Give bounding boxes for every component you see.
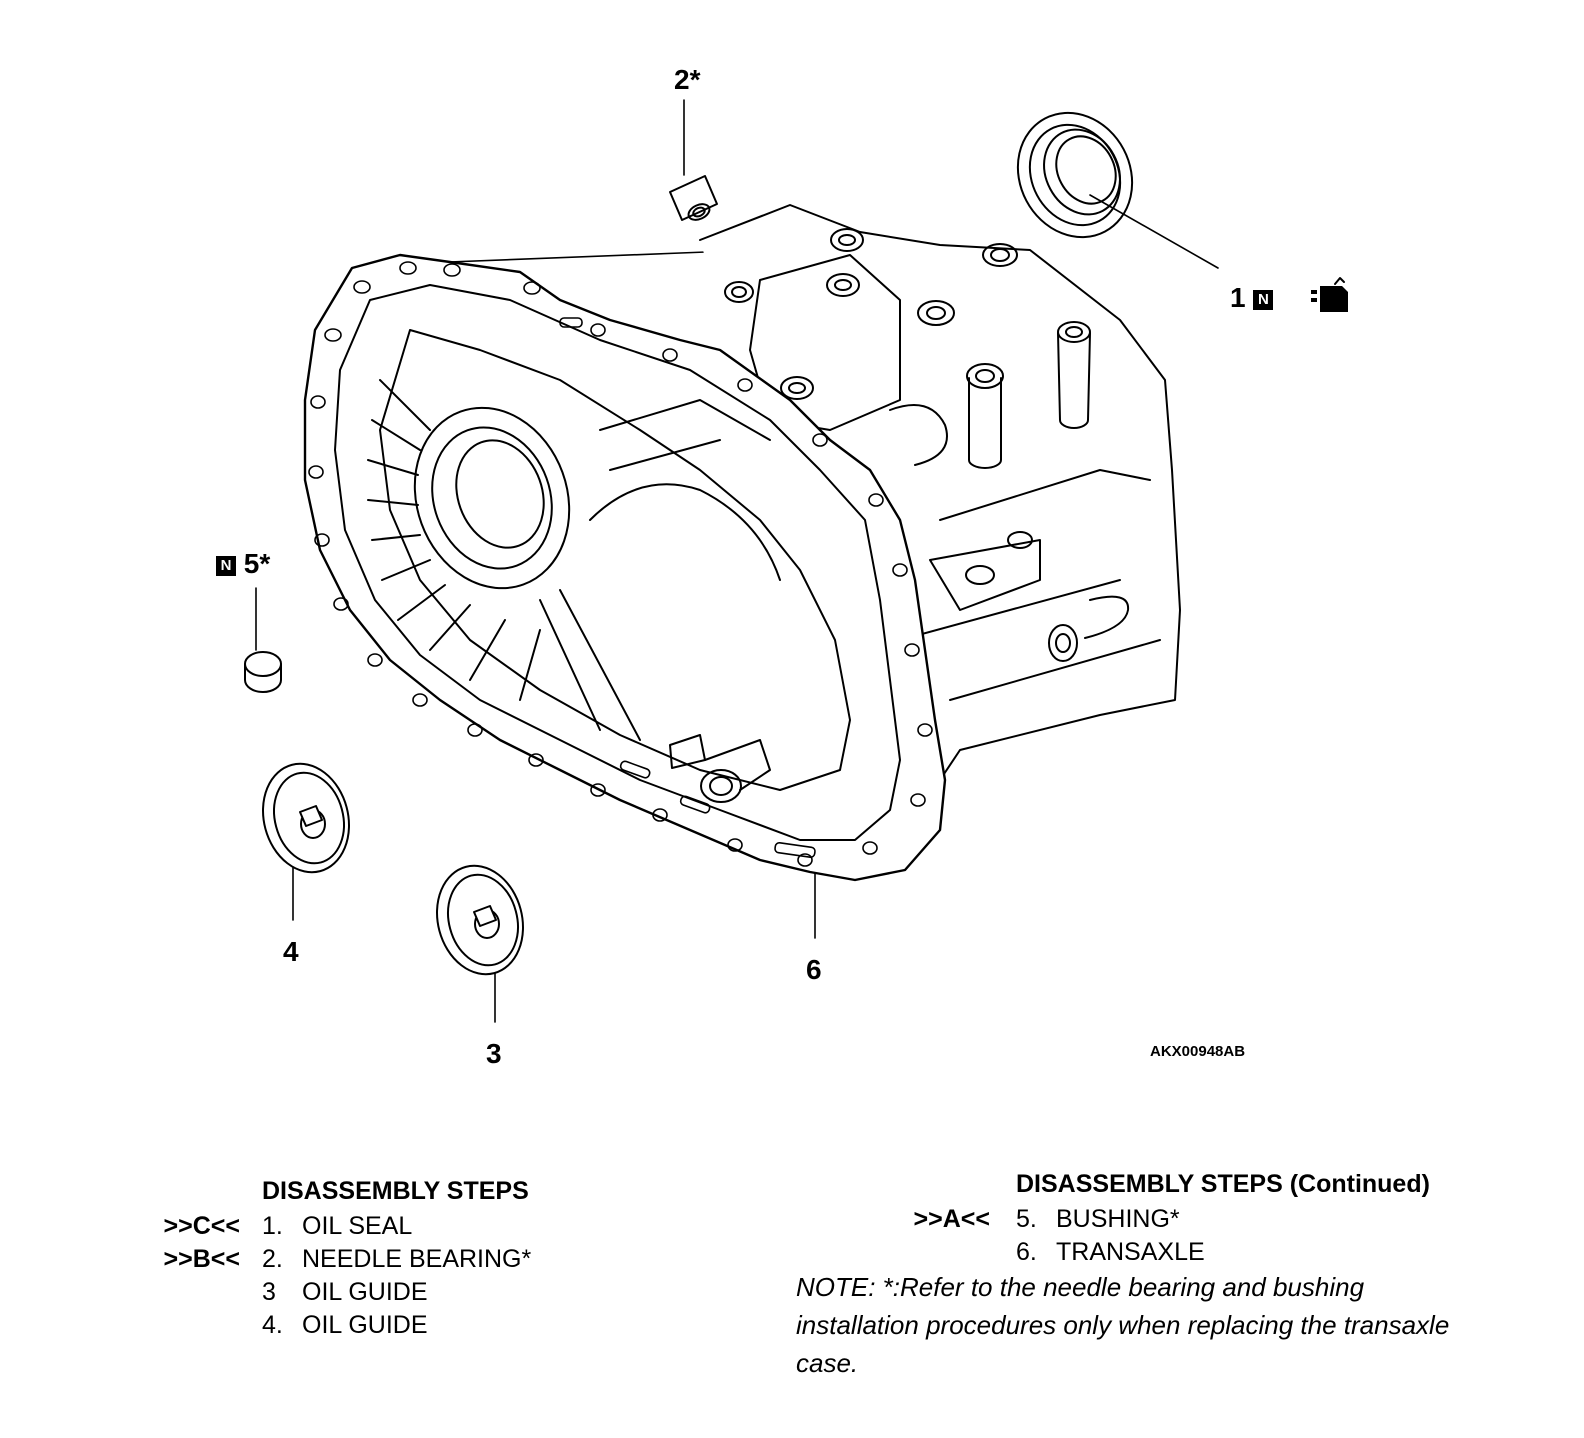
step-mark: >>C<< <box>163 1212 240 1240</box>
callout-5: N 5* <box>216 550 270 578</box>
leader-lines <box>255 99 1219 1023</box>
flange-bolt-holes <box>308 261 933 867</box>
oil-seal-part <box>1016 111 1134 239</box>
callout-3: 3 <box>486 1038 502 1069</box>
step-label: OIL GUIDE <box>302 1278 428 1306</box>
step-label: BUSHING* <box>1056 1205 1180 1233</box>
oil-guide-4-part <box>262 762 350 874</box>
step-mark: >>B<< <box>163 1245 240 1273</box>
step-label: NEEDLE BEARING* <box>302 1245 532 1273</box>
step-2: >>B<< 2.NEEDLE BEARING* <box>150 1243 610 1276</box>
step-5: >>A<< 5.BUSHING* <box>900 1203 1500 1236</box>
figure-code: AKX00948AB <box>1150 1043 1246 1060</box>
callout-1: 1 N <box>1230 284 1274 312</box>
step-1: >>C<< 1.OIL SEAL <box>150 1210 610 1243</box>
steps-right: DISASSEMBLY STEPS (Continued) >>A<< 5.BU… <box>900 1168 1500 1269</box>
new-part-badge-icon: N <box>216 556 236 576</box>
callout-4: 4 <box>283 936 299 967</box>
step-mark: >>A<< <box>913 1205 990 1233</box>
needle-bearing-part <box>669 175 718 221</box>
steps-left: DISASSEMBLY STEPS >>C<< 1.OIL SEAL >>B<<… <box>150 1175 610 1342</box>
step-label: OIL GUIDE <box>302 1311 428 1339</box>
step-6: 6.TRANSAXLE <box>1016 1238 1205 1266</box>
oil-guide-3-part <box>436 864 524 976</box>
grease-can-icon <box>1311 277 1348 312</box>
note-text: NOTE: *:Refer to the needle bearing and … <box>796 1272 1450 1378</box>
callout-2: 2* <box>674 64 701 95</box>
steps-left-title: DISASSEMBLY STEPS <box>262 1177 529 1205</box>
transaxle-case-part <box>303 204 1181 882</box>
step-label: OIL SEAL <box>302 1212 413 1240</box>
new-part-badge-icon: N <box>1253 290 1274 310</box>
step-4: 4.OIL GUIDE <box>262 1311 428 1339</box>
steps-right-title: DISASSEMBLY STEPS (Continued) <box>1016 1170 1430 1198</box>
callout-6: 6 <box>806 954 822 985</box>
bushing-part <box>244 651 282 693</box>
step-label: TRANSAXLE <box>1056 1238 1205 1266</box>
